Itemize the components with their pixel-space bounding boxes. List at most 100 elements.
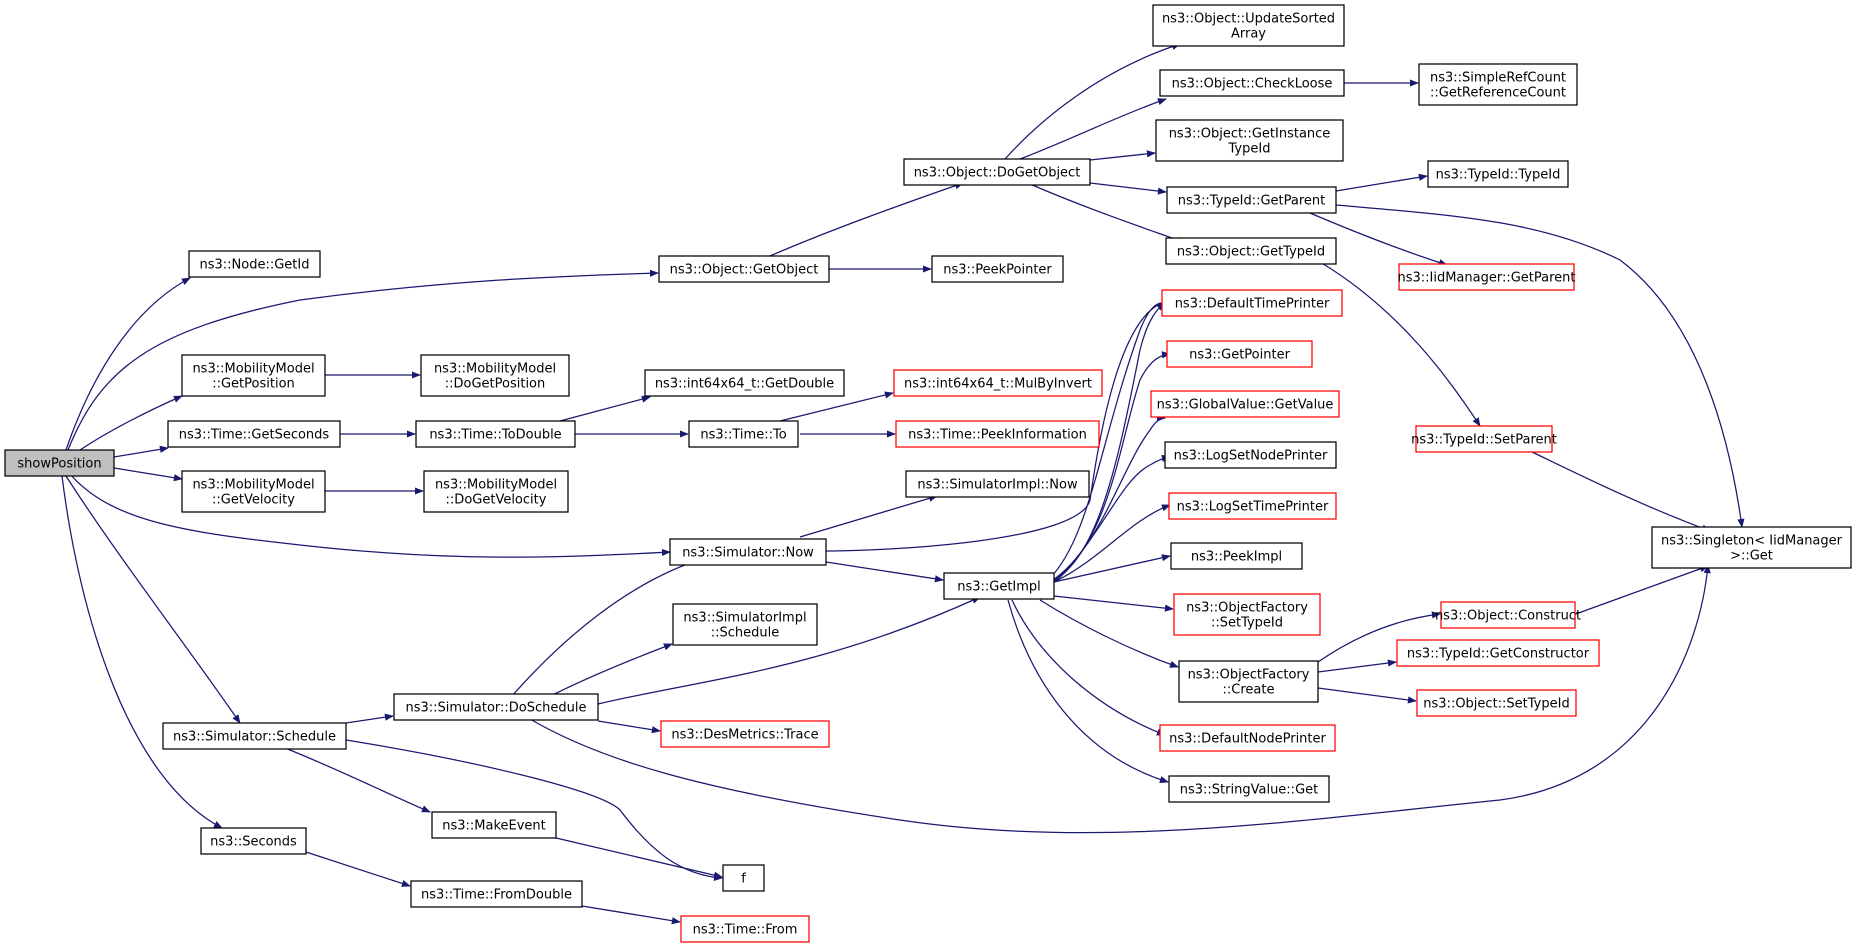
- edge-time-to-mulbyinvert: [779, 391, 894, 422]
- node-objfactory-create[interactable]: ns3::ObjectFactory::Create: [1178, 660, 1319, 703]
- node-time-getseconds[interactable]: ns3::Time::GetSeconds: [167, 420, 341, 448]
- node-label: ::SetTypeId: [1211, 616, 1283, 631]
- node-time-peekinformation[interactable]: ns3::Time::PeekInformation: [895, 420, 1100, 448]
- node-defaulttimeprinter[interactable]: ns3::DefaultTimePrinter: [1161, 289, 1343, 317]
- node-box: [4, 449, 115, 477]
- node-int64-getdouble[interactable]: ns3::int64x64_t::GetDouble: [644, 369, 845, 397]
- node-mm-dogetposition[interactable]: ns3::MobilityModel::DoGetPosition: [420, 354, 570, 397]
- edge-showposition-simulator-schedule: [65, 475, 241, 724]
- node-desmetrics-trace[interactable]: ns3::DesMetrics::Trace: [660, 720, 830, 748]
- node-time-to[interactable]: ns3::Time::To: [688, 420, 799, 448]
- node-label: Array: [1231, 27, 1266, 42]
- node-box: [1427, 160, 1569, 188]
- node-box: [167, 420, 341, 448]
- node-time-from[interactable]: ns3::Time::From: [680, 915, 810, 943]
- edge-getimpl-stringvalue: [1007, 599, 1169, 784]
- node-label: ns3::PeekPointer: [943, 263, 1052, 278]
- edge-showposition-seconds: [61, 475, 223, 829]
- node-sim-doschedule[interactable]: ns3::Simulator::DoSchedule: [393, 693, 599, 721]
- node-label: ns3::TypeId::GetConstructor: [1407, 647, 1590, 662]
- node-defaultnodeprinter[interactable]: ns3::DefaultNodePrinter: [1159, 724, 1336, 752]
- edge-getimpl-logsettimeprinter: [1053, 504, 1171, 583]
- node-objfactory-settypeid[interactable]: ns3::ObjectFactory::SetTypeId: [1173, 593, 1321, 636]
- node-box: [1170, 542, 1303, 570]
- node-makeevent[interactable]: ns3::MakeEvent: [431, 811, 557, 839]
- node-label: ns3::StringValue::Get: [1180, 783, 1318, 798]
- node-label: ns3::MobilityModel: [192, 362, 314, 377]
- node-box: [1418, 63, 1578, 106]
- node-obj-getobject[interactable]: ns3::Object::GetObject: [658, 255, 830, 283]
- node-label: ns3::GetImpl: [957, 580, 1041, 595]
- node-label: ns3::GlobalValue::GetValue: [1157, 398, 1334, 413]
- node-box: [895, 420, 1100, 448]
- node-box: [1150, 390, 1340, 418]
- node-peekimpl[interactable]: ns3::PeekImpl: [1170, 542, 1303, 570]
- node-label: f: [741, 872, 746, 887]
- node-getimpl[interactable]: ns3::GetImpl: [943, 572, 1055, 600]
- node-box: [931, 255, 1064, 283]
- node-typeid-getparent[interactable]: ns3::TypeId::GetParent: [1166, 186, 1337, 214]
- node-stringvalue-get[interactable]: ns3::StringValue::Get: [1168, 775, 1330, 803]
- node-box: [1166, 340, 1313, 368]
- node-typeid-getconstructor[interactable]: ns3::TypeId::GetConstructor: [1396, 639, 1600, 667]
- edge-simulator-now-simimpl-now: [799, 494, 938, 538]
- node-time-fromdouble[interactable]: ns3::Time::FromDouble: [410, 880, 583, 908]
- node-singleton-get[interactable]: ns3::Singleton< IidManager>::Get: [1651, 526, 1852, 569]
- edge-dogetobject-updatesorted: [1004, 43, 1181, 160]
- node-label: ns3::Time::ToDouble: [429, 428, 561, 443]
- node-node-getid[interactable]: ns3::Node::GetId: [188, 250, 321, 278]
- node-obj-construct[interactable]: ns3::Object::Construct: [1435, 601, 1581, 629]
- node-typeid-typeid[interactable]: ns3::TypeId::TypeId: [1427, 160, 1569, 188]
- edge-showposition-object-getobject: [67, 269, 659, 451]
- node-f[interactable]: f: [722, 864, 765, 892]
- edge-getimpl-objfactory-settypeid: [1053, 595, 1174, 612]
- edge-getimpl-peekimpl: [1053, 554, 1171, 583]
- node-mm-dogetvelocity[interactable]: ns3::MobilityModel::DoGetVelocity: [423, 470, 569, 513]
- node-mm-getvelocity[interactable]: ns3::MobilityModel::GetVelocity: [181, 470, 326, 513]
- node-obj-gettypeid[interactable]: ns3::Object::GetTypeId: [1165, 237, 1337, 265]
- node-iidmanager-getparent[interactable]: ns3::IidManager::GetParent: [1397, 263, 1576, 291]
- node-sim-now[interactable]: ns3::Simulator::Now: [669, 538, 827, 566]
- node-box: [1155, 119, 1344, 162]
- node-box: [1152, 4, 1345, 47]
- edge-typeid-getparent-typeid: [1335, 173, 1428, 192]
- edge-schedule-doschedule: [345, 713, 394, 724]
- node-simplerefcount[interactable]: ns3::SimpleRefCount::GetReferenceCount: [1418, 63, 1578, 106]
- node-seconds[interactable]: ns3::Seconds: [200, 827, 307, 855]
- node-obj-settypeid[interactable]: ns3::Object::SetTypeId: [1416, 689, 1577, 717]
- node-label: ns3::Singleton< IidManager: [1661, 534, 1843, 549]
- node-obj-checkloose[interactable]: ns3::Object::CheckLoose: [1159, 69, 1345, 97]
- node-box: [644, 369, 845, 397]
- edge-showposition-node-getid: [65, 277, 191, 451]
- node-simimpl-schedule[interactable]: ns3::SimulatorImpl::Schedule: [672, 603, 818, 646]
- node-sim-schedule[interactable]: ns3::Simulator::Schedule: [162, 722, 347, 750]
- node-box: [1398, 263, 1575, 291]
- node-box: [393, 693, 599, 721]
- node-label: ::GetReferenceCount: [1430, 86, 1566, 101]
- node-time-todouble[interactable]: ns3::Time::ToDouble: [415, 420, 576, 448]
- node-peekpointer[interactable]: ns3::PeekPointer: [931, 255, 1064, 283]
- node-int64-mulbyinvert[interactable]: ns3::int64x64_t::MulByInvert: [893, 369, 1103, 397]
- edge-showposition-time-getseconds: [113, 445, 169, 458]
- node-box: [1165, 237, 1337, 265]
- node-getpointer[interactable]: ns3::GetPointer: [1166, 340, 1313, 368]
- node-box: [1166, 186, 1337, 214]
- node-label: ::DoGetPosition: [445, 377, 546, 392]
- node-mm-getposition[interactable]: ns3::MobilityModel::GetPosition: [181, 354, 326, 397]
- node-typeid-setparent[interactable]: ns3::TypeId::SetParent: [1411, 425, 1557, 453]
- node-obj-dogetobject[interactable]: ns3::Object::DoGetObject: [903, 158, 1091, 186]
- node-showPosition[interactable]: showPosition: [4, 449, 115, 477]
- node-logsetnodeprinter[interactable]: ns3::LogSetNodePrinter: [1164, 441, 1337, 469]
- edge-fromdouble-time-from: [581, 905, 681, 925]
- edge-simulator-now-getimpl: [825, 561, 944, 583]
- node-label: ns3::MobilityModel: [192, 478, 314, 493]
- node-simimpl-now[interactable]: ns3::SimulatorImpl::Now: [905, 470, 1090, 498]
- node-box: [1168, 775, 1330, 803]
- node-logsettimeprinter[interactable]: ns3::LogSetTimePrinter: [1168, 492, 1337, 520]
- node-globalvalue-getvalue[interactable]: ns3::GlobalValue::GetValue: [1150, 390, 1340, 418]
- node-box: [181, 354, 326, 397]
- node-box: [1440, 601, 1576, 629]
- edge-seconds-fromdouble: [305, 851, 411, 887]
